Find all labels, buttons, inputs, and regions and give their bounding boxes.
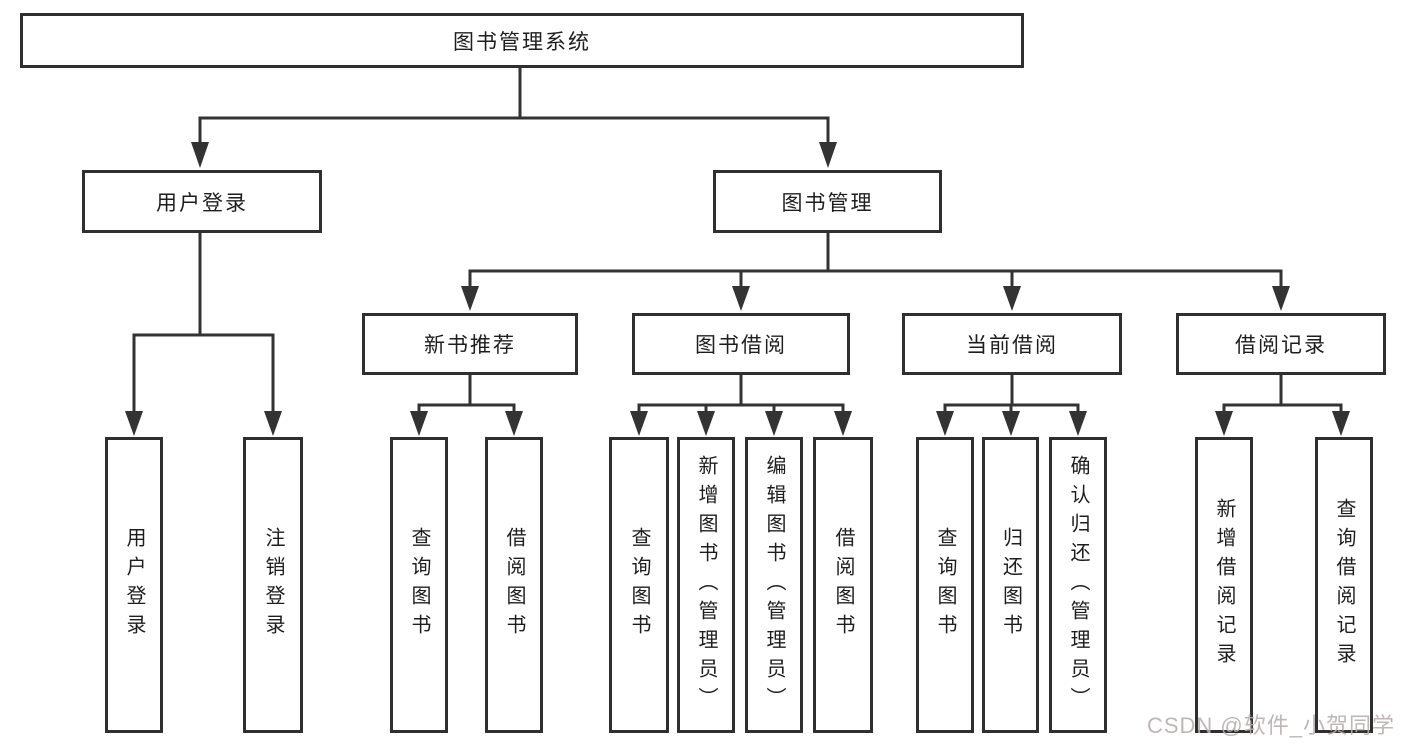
leaf-current-query: 查询图书	[916, 437, 974, 733]
leaf-borrow-edit-admin: 编辑图书（管理员）	[745, 437, 803, 733]
leaf-record-add: 新增借阅记录	[1195, 437, 1253, 733]
leaf-user-login: 用户登录	[105, 437, 163, 733]
node-new-book-recommend: 新书推荐	[362, 313, 578, 375]
leaf-current-confirm-admin: 确认归还（管理员）	[1049, 437, 1107, 733]
leaf-current-return: 归还图书	[982, 437, 1039, 733]
leaf-borrow-add-admin: 新增图书（管理员）	[677, 437, 735, 733]
node-user-login: 用户登录	[82, 170, 322, 233]
leaf-borrow-query: 查询图书	[609, 437, 669, 733]
leaf-newbook-borrow: 借阅图书	[485, 437, 543, 733]
node-book-management: 图书管理	[713, 170, 942, 233]
node-book-borrow: 图书借阅	[632, 313, 850, 375]
watermark: CSDN @软件_小贺同学	[1146, 713, 1395, 738]
leaf-logout: 注销登录	[243, 437, 303, 733]
node-root: 图书管理系统	[20, 13, 1024, 68]
node-borrow-record: 借阅记录	[1176, 313, 1386, 375]
leaf-record-query: 查询借阅记录	[1315, 437, 1373, 733]
leaf-newbook-query: 查询图书	[390, 437, 448, 733]
node-current-borrow: 当前借阅	[902, 313, 1122, 375]
leaf-borrow-borrow: 借阅图书	[813, 437, 873, 733]
